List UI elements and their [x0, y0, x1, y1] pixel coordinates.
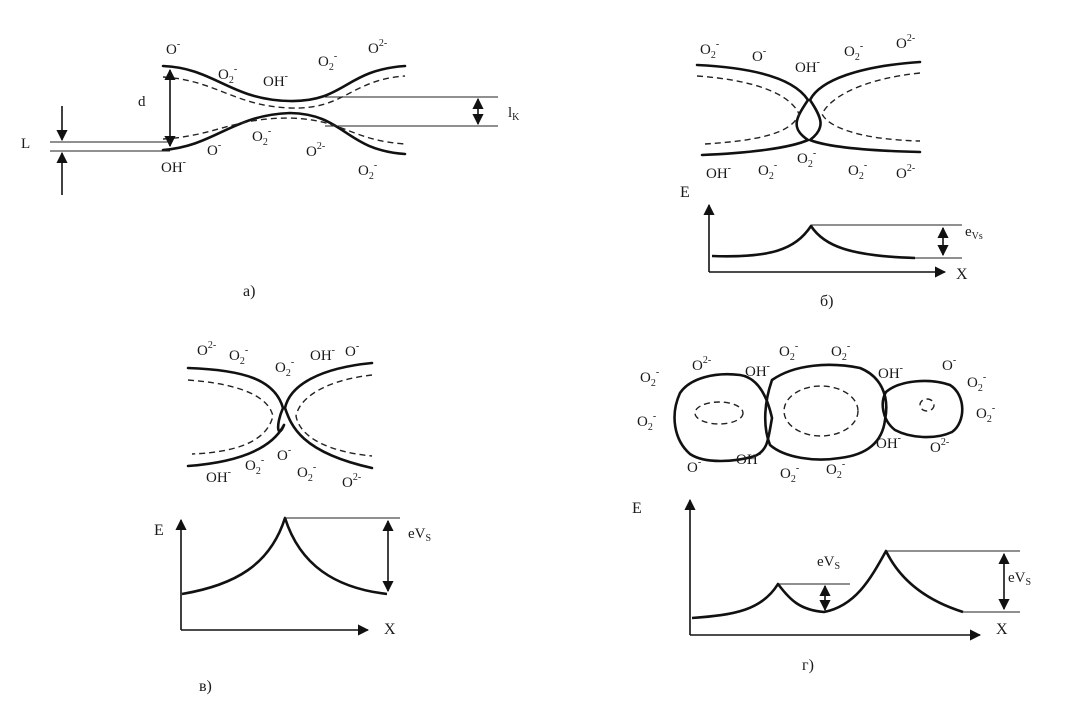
panel-b-ion-top-1: O- — [752, 46, 766, 65]
panel-d-ion-8: O2- — [976, 403, 995, 425]
grain-left-surface — [186, 366, 286, 468]
panel-d-ion-13: O2- — [826, 459, 845, 481]
panel-a-ion-top-1: O2- — [218, 64, 237, 86]
panel-a-caption: а) — [243, 283, 255, 300]
panel-a-ion-bottom-3: O2- — [306, 141, 325, 160]
panel-b-barrier-label: eVs — [965, 224, 983, 242]
panel-b-ion-bottom-4: O2- — [896, 163, 915, 182]
panel-a — [50, 64, 498, 195]
depletion-left-boundary — [696, 75, 800, 145]
panel-a-label-lk: lK — [508, 105, 520, 123]
depletion-right-boundary — [821, 72, 921, 142]
grain-right-surface — [283, 361, 374, 470]
panel-c-caption: в) — [199, 678, 212, 695]
panel-d-ion-2: OH- — [745, 361, 770, 380]
panel-c-ion-bottom-4: O2- — [342, 472, 361, 491]
panel-b — [695, 60, 962, 278]
panel-d-ion-9: O2- — [637, 411, 656, 433]
panel-c-barrier-label: eVS — [408, 526, 431, 544]
panel-b-ion-bottom-2: O2- — [797, 148, 816, 170]
panel-d-ion-12: O2- — [780, 463, 799, 485]
panel-d-ion-3: O2- — [779, 341, 798, 363]
panel-b-caption: б) — [820, 293, 833, 310]
grain-top-surface — [161, 64, 407, 103]
panel-b-ion-bottom-1: O2- — [758, 160, 777, 182]
panel-a-ion-bottom-4: O2- — [358, 160, 377, 182]
panel-d-axis-y: E — [632, 500, 642, 517]
panel-a-ion-bottom-2: O2- — [252, 126, 271, 148]
panel-b-axis-y: E — [680, 184, 690, 201]
panel-b-ion-top-4: O2- — [896, 33, 915, 52]
panel-d-ion-10: O- — [687, 457, 701, 476]
grain-right-surface — [808, 60, 922, 154]
panel-c-ion-bottom-3: O2- — [297, 462, 316, 484]
panel-c-ion-top-0: O2- — [197, 340, 216, 359]
panel-a-ion-bottom-1: O- — [207, 140, 221, 159]
panel-c-ion-top-4: O- — [345, 341, 359, 360]
panel-c-ion-top-3: OH- — [310, 345, 335, 364]
depletion-left-boundary — [187, 379, 274, 455]
panel-b-ion-top-3: O2- — [844, 41, 863, 63]
panel-a-ion-bottom-0: OH- — [161, 157, 186, 176]
panel-c-axis-y: E — [154, 522, 164, 539]
panel-d-ion-14: OH- — [876, 433, 901, 452]
grain-2 — [763, 363, 888, 461]
panel-d-ion-1: O2- — [692, 355, 711, 374]
grain-1 — [673, 373, 774, 463]
panel-c-ion-top-2: O2- — [275, 357, 294, 379]
panel-d-small-barrier-label: eVS — [817, 554, 840, 572]
grain-2-core — [783, 385, 859, 437]
panel-b-ion-top-0: O2- — [700, 39, 719, 61]
panel-a-label-d: d — [138, 94, 146, 110]
panel-a-label-L: L — [21, 136, 30, 152]
panel-c-ion-bottom-0: OH- — [206, 467, 231, 486]
panel-d-caption: г) — [802, 657, 814, 674]
grain-3-core — [919, 398, 935, 412]
panel-d-ion-6: O- — [942, 355, 956, 374]
energy-curve — [691, 549, 964, 620]
panel-c — [175, 361, 400, 636]
depletion-right-boundary — [295, 374, 373, 457]
panel-d — [673, 363, 1020, 641]
panel-d-ion-0: O2- — [640, 367, 659, 389]
grain-left-surface — [695, 63, 810, 157]
panel-d-ion-7: O2- — [967, 372, 986, 394]
panel-c-axis-x: X — [384, 621, 396, 638]
grain-1-core — [694, 401, 744, 425]
panel-b-ion-bottom-0: OH- — [706, 163, 731, 182]
panel-b-ion-top-2: OH- — [795, 57, 820, 76]
depletion-top-boundary — [162, 75, 406, 109]
grain-bottom-surface — [161, 111, 407, 156]
panel-d-ion-11: OH- — [736, 449, 761, 468]
panel-c-ion-top-1: O2- — [229, 345, 248, 367]
panel-a-ion-top-2: OH- — [263, 71, 288, 90]
grain-3 — [881, 379, 964, 439]
panel-c-ion-bottom-1: O2- — [245, 455, 264, 477]
depletion-bottom-boundary — [162, 117, 406, 145]
panel-a-ion-top-0: O- — [166, 39, 180, 58]
energy-curve — [181, 516, 388, 596]
energy-curve — [711, 224, 916, 260]
panel-b-ion-bottom-3: O2- — [848, 160, 867, 182]
panel-a-ion-top-4: O2- — [368, 38, 387, 57]
panel-d-large-barrier-label: eVS — [1008, 570, 1031, 588]
panel-d-ion-5: OH- — [878, 363, 903, 382]
panel-a-ion-top-3: O2- — [318, 51, 337, 73]
panel-d-ion-15: O2- — [930, 437, 949, 456]
panel-b-axis-x: X — [956, 266, 968, 283]
panel-c-ion-bottom-2: O- — [277, 445, 291, 464]
panel-d-ion-4: O2- — [831, 341, 850, 363]
panel-d-axis-x: X — [996, 621, 1008, 638]
